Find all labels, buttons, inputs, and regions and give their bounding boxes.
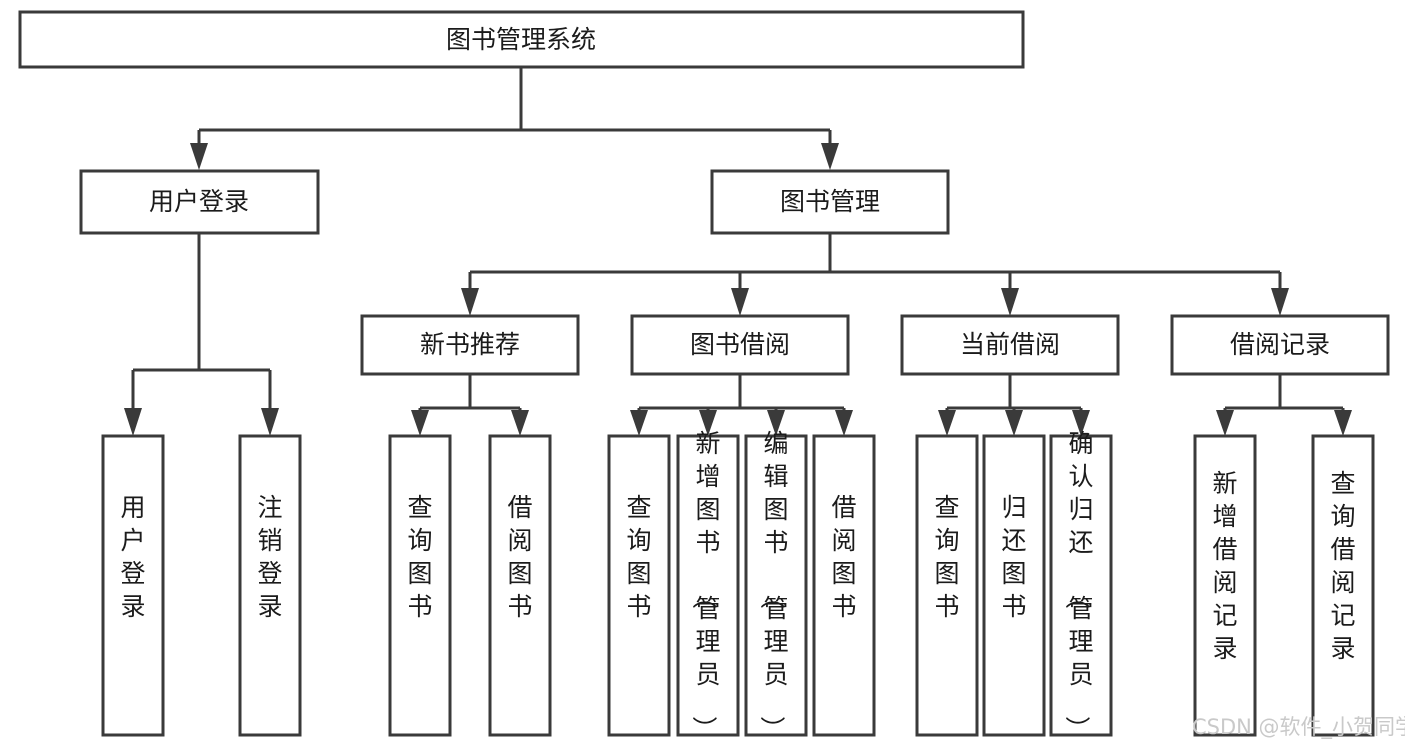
node-book-borrow-box[interactable]	[630, 314, 850, 376]
arrowhead-book-borrow	[731, 288, 749, 316]
node-borrow-record-box[interactable]	[1170, 314, 1390, 376]
arrowhead-book-manage	[821, 143, 839, 170]
arrowhead-user-login	[190, 143, 208, 170]
arrowhead-current-borrow	[1001, 288, 1019, 316]
node-new-book-recommend-box[interactable]	[360, 314, 580, 376]
leaf-label: 查询借阅记录	[1330, 469, 1355, 663]
leaf-box[interactable]	[744, 434, 808, 737]
leaf-label: 编辑图书（管理员）	[757, 429, 788, 741]
node-borrow-record[interactable]: 借阅记录	[1170, 314, 1390, 376]
leaf-label: 确认归还（管理员）	[1062, 429, 1093, 741]
leaf-box[interactable]	[388, 434, 452, 737]
leaf-box[interactable]	[101, 434, 165, 737]
arrowhead-leaf-borrowrecord-2	[1334, 410, 1352, 436]
leaf-label: 查询图书	[626, 493, 651, 621]
leaf-current-borrow-query-book[interactable]: 查询图书	[915, 434, 979, 737]
leaf-box[interactable]	[676, 434, 740, 737]
node-current-borrow-box[interactable]	[900, 314, 1120, 376]
arrowhead-borrow-record	[1271, 288, 1289, 316]
leaf-box[interactable]	[812, 434, 876, 737]
node-borrow-record-label: 借阅记录	[1230, 330, 1330, 359]
leaf-label: 注销登录	[257, 493, 282, 621]
leaf-label: 新增借阅记录	[1212, 469, 1237, 663]
node-root-label: 图书管理系统	[446, 25, 596, 54]
node-new-book-recommend[interactable]: 新书推荐	[360, 314, 580, 376]
leaf-label: 借阅图书	[507, 493, 532, 621]
leaf-new-book-borrow-book[interactable]: 借阅图书	[488, 434, 552, 737]
node-new-book-recommend-label: 新书推荐	[420, 330, 520, 359]
leaf-current-borrow-confirm-return-admin[interactable]: 确认归还（管理员）	[1049, 429, 1113, 741]
leaf-box[interactable]	[488, 434, 552, 737]
leaf-new-book-query-book[interactable]: 查询图书	[388, 434, 452, 737]
arrowhead-leaf-newbook-2	[511, 410, 529, 436]
leaf-label: 借阅图书	[831, 493, 856, 621]
arrowhead-leaf-newbook-1	[411, 410, 429, 436]
arrowhead-new-book-recommend	[461, 288, 479, 316]
leaf-box[interactable]	[915, 434, 979, 737]
arrowhead-leaf-currentborrow-3	[1072, 410, 1090, 436]
leaf-label: 查询图书	[407, 493, 432, 621]
arrowhead-leaf-user-login-1	[124, 408, 142, 436]
leaf-label: 查询图书	[934, 493, 959, 621]
leaf-label: 用户登录	[120, 493, 145, 621]
leaf-user-login-user-login[interactable]: 用户登录	[101, 434, 165, 737]
node-current-borrow[interactable]: 当前借阅	[900, 314, 1120, 376]
node-root-book-management-system[interactable]: 图书管理系统	[18, 10, 1025, 69]
leaf-book-borrow-query-book[interactable]: 查询图书	[607, 434, 671, 737]
node-book-borrow[interactable]: 图书借阅	[630, 314, 850, 376]
node-book-borrow-label: 图书借阅	[690, 330, 790, 359]
leaf-current-borrow-return-book[interactable]: 归还图书	[982, 434, 1046, 737]
node-root-box[interactable]	[18, 10, 1025, 69]
node-user-login-label: 用户登录	[149, 187, 249, 216]
leaf-label: 新增图书（管理员）	[689, 429, 720, 741]
leaf-box[interactable]	[1049, 434, 1113, 737]
arrowhead-leaf-bookborrow-3	[767, 410, 785, 436]
leaf-box[interactable]	[238, 434, 302, 737]
leaf-box[interactable]	[1193, 434, 1257, 737]
arrowhead-leaf-bookborrow-1	[630, 410, 648, 436]
leaf-user-login-logout[interactable]: 注销登录	[238, 434, 302, 737]
leaf-book-borrow-add-book-admin[interactable]: 新增图书（管理员）	[676, 429, 740, 741]
leaf-box[interactable]	[982, 434, 1046, 737]
leaf-box[interactable]	[1311, 434, 1375, 737]
arrowhead-leaf-bookborrow-2	[699, 410, 717, 436]
arrowhead-leaf-currentborrow-2	[1005, 410, 1023, 436]
leaf-label: 归还图书	[1001, 493, 1026, 621]
arrowhead-leaf-currentborrow-1	[938, 410, 956, 436]
connector-layer	[124, 67, 1352, 436]
arrowhead-leaf-user-login-2	[261, 408, 279, 436]
node-book-management[interactable]: 图书管理	[710, 169, 950, 235]
csdn-watermark: CSDN @软件_小贺同学	[1192, 715, 1405, 740]
leaf-borrow-record-query-record[interactable]: 查询借阅记录	[1311, 434, 1375, 737]
node-current-borrow-label: 当前借阅	[960, 330, 1060, 359]
leaf-book-borrow-edit-book-admin[interactable]: 编辑图书（管理员）	[744, 429, 808, 741]
arrowhead-leaf-borrowrecord-1	[1216, 410, 1234, 436]
node-user-login-box[interactable]	[79, 169, 320, 235]
node-book-management-box[interactable]	[710, 169, 950, 235]
leaf-box[interactable]	[607, 434, 671, 737]
arrowhead-leaf-bookborrow-4	[835, 410, 853, 436]
leaf-book-borrow-borrow-book[interactable]: 借阅图书	[812, 434, 876, 737]
leaf-borrow-record-add-record[interactable]: 新增借阅记录	[1193, 434, 1257, 737]
node-user-login[interactable]: 用户登录	[79, 169, 320, 235]
node-book-management-label: 图书管理	[780, 187, 880, 216]
